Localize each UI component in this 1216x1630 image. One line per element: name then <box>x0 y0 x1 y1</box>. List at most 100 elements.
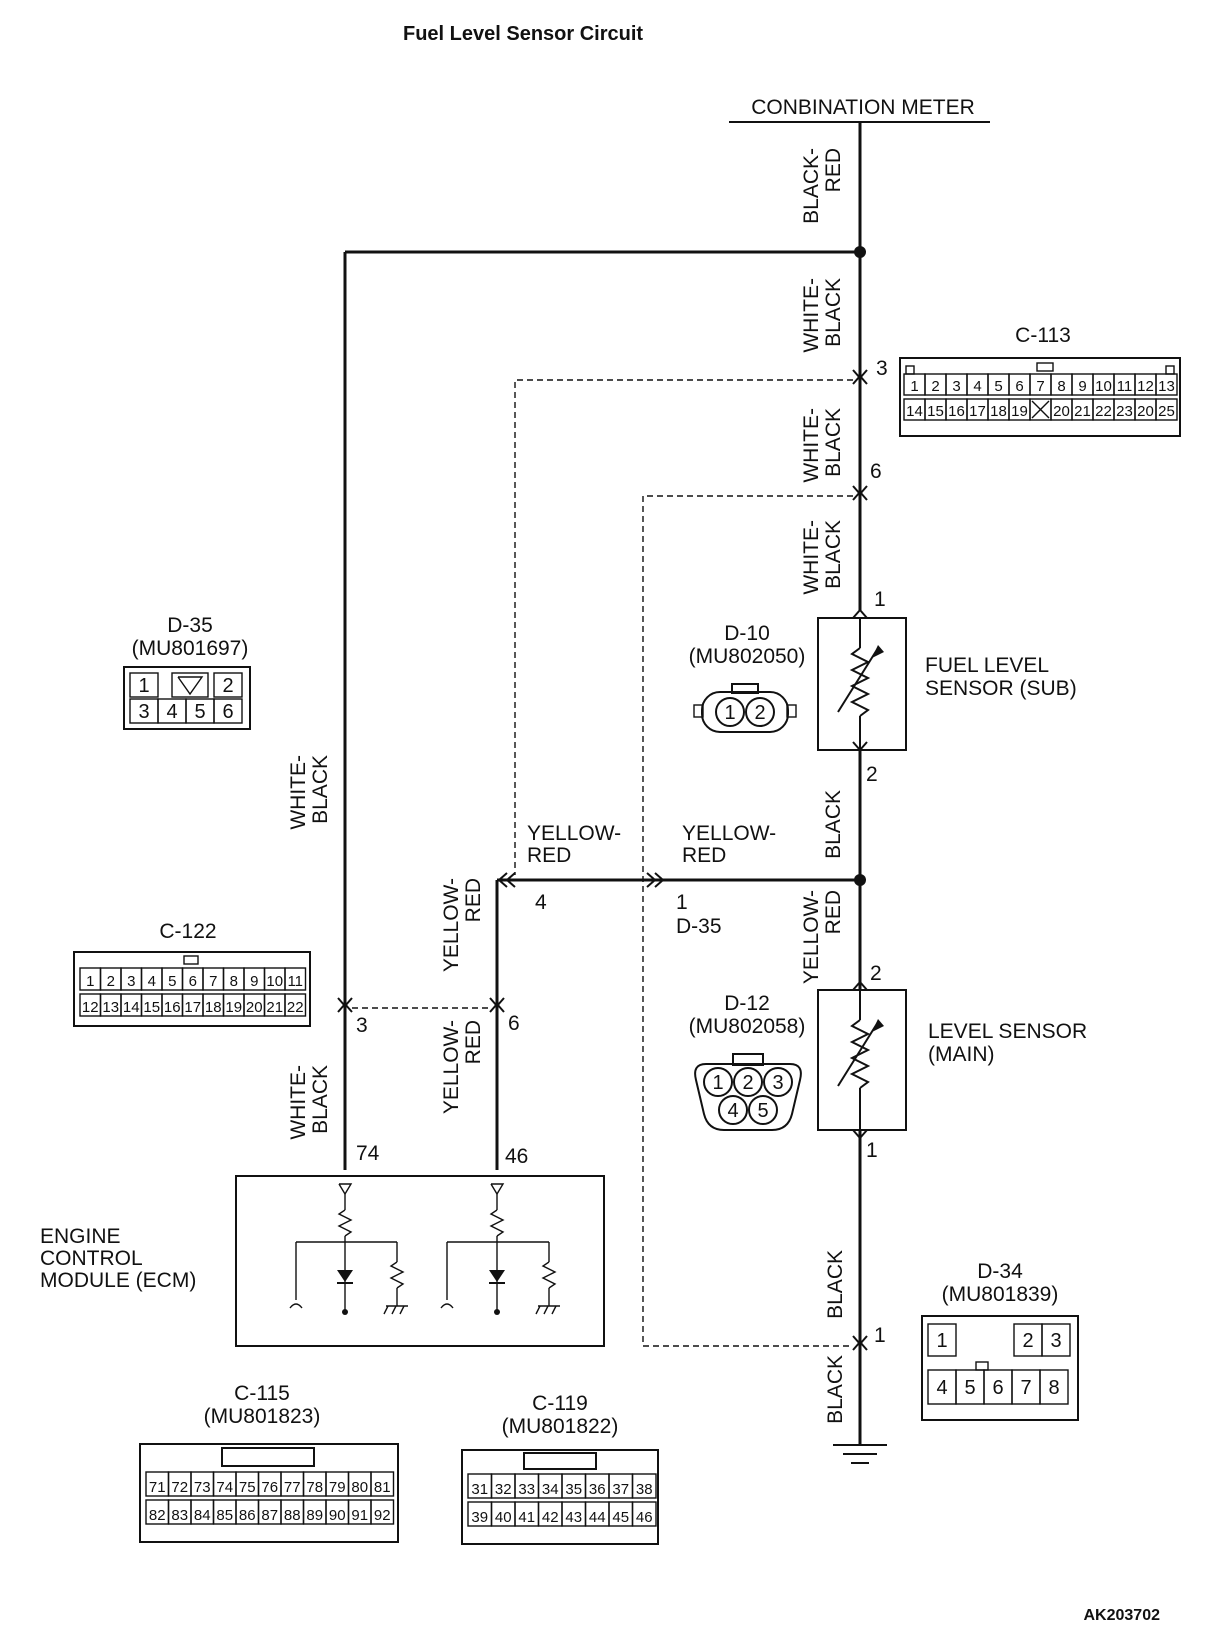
connector-pin: 7 <box>1020 1377 1031 1399</box>
wire-label: BLACK <box>822 790 845 859</box>
connector-c119-part: (MU801822) <box>502 1415 619 1438</box>
ecm-module <box>235 1175 605 1347</box>
pin-label: 74 <box>356 1142 380 1165</box>
splice-mid <box>854 874 866 886</box>
connector-pin: 38 <box>636 1481 653 1498</box>
connector-pin: 90 <box>329 1507 346 1524</box>
connector-pin: 4 <box>936 1377 947 1399</box>
connector-pin: 2 <box>1022 1330 1033 1352</box>
connector-pin: 9 <box>1078 378 1086 395</box>
connector-pin-circle <box>745 697 775 727</box>
connector-pin-circle <box>748 1095 778 1125</box>
connector-pin: 2 <box>742 1072 753 1094</box>
connector-pin: 75 <box>239 1479 256 1496</box>
connector-pin: 3 <box>772 1072 783 1094</box>
junction-arrows <box>337 369 868 1351</box>
connector-pin: 1 <box>936 1330 947 1352</box>
connector-pin: 6 <box>1015 378 1023 395</box>
connector-pin: 3 <box>1050 1330 1061 1352</box>
connector-pin: 4 <box>727 1100 738 1122</box>
splice-top <box>854 246 866 258</box>
connector-cell <box>213 698 243 724</box>
connector-d34-part: (MU801839) <box>942 1283 1059 1306</box>
connector-d12-part: (MU802058) <box>689 1015 806 1038</box>
connector-pin: 20 <box>1053 403 1070 420</box>
connector-pin: 2 <box>107 973 115 990</box>
connector-c115-name: C-115 <box>234 1382 290 1405</box>
fuel-level-sensor-sub <box>817 617 907 751</box>
connector-cell <box>370 1499 395 1525</box>
connector-pin: 11 <box>1117 378 1133 395</box>
connector-pin: 88 <box>284 1507 301 1524</box>
connector-pin: 80 <box>351 1479 368 1496</box>
connector-pin: 21 <box>1074 403 1091 420</box>
connector-pin: 19 <box>1011 403 1028 420</box>
pin-label: D-35 <box>676 915 722 938</box>
connector-pin: 16 <box>948 403 965 420</box>
connector-pin: 92 <box>374 1507 391 1524</box>
wire-label: YELLOW-RED <box>440 1020 485 1114</box>
connector-pin: 3 <box>952 378 960 395</box>
connector-pin: 13 <box>102 999 119 1016</box>
connector-pin: 20 <box>1137 403 1154 420</box>
connector-pin: 12 <box>82 999 99 1016</box>
connector-pin: 11 <box>287 973 303 990</box>
connector-pin: 17 <box>184 999 201 1016</box>
connector-pin: 78 <box>306 1479 323 1496</box>
connector-pin: 76 <box>261 1479 278 1496</box>
connector-pin: 8 <box>1057 378 1065 395</box>
connector-cell <box>213 672 243 698</box>
pin-label: 3 <box>876 357 888 380</box>
connector-cell <box>284 993 307 1017</box>
connector-pin: 39 <box>471 1509 488 1526</box>
connector-pin: 6 <box>992 1377 1003 1399</box>
connector-d10-name: D-10 <box>724 622 770 645</box>
connector-pin: 23 <box>1116 403 1133 420</box>
connector-cell <box>631 1473 657 1499</box>
connector-pin: 19 <box>225 999 242 1016</box>
connector-pin: 82 <box>149 1507 166 1524</box>
wire-label: BLACK-RED <box>800 148 845 224</box>
connector-pin: 7 <box>1036 378 1044 395</box>
connector-pin: 83 <box>171 1507 188 1524</box>
connector-cell <box>129 672 159 698</box>
wire-label: BLACK <box>824 1355 847 1424</box>
connector-pin: 41 <box>518 1509 535 1526</box>
connector-pin: 10 <box>266 973 283 990</box>
empty-cell-mark <box>1031 400 1050 419</box>
connector-pin: 73 <box>194 1479 211 1496</box>
connector-pin: 16 <box>164 999 181 1016</box>
connector-d35-name: D-35 <box>167 614 213 637</box>
level-sensor-main <box>817 989 907 1131</box>
connector-pin: 45 <box>612 1509 629 1526</box>
pin-numbers: 3 6 1 2 2 1 1 4 1 D-35 3 6 74 46 <box>356 357 888 1347</box>
connector-pin: 1 <box>724 702 735 724</box>
pin-label: 1 <box>866 1139 878 1162</box>
connector-c113-name: C-113 <box>1015 324 1071 347</box>
connector-pin: 74 <box>216 1479 233 1496</box>
connector-pin: 10 <box>1095 378 1112 395</box>
connector-pin: 15 <box>927 403 944 420</box>
connector-pin: 15 <box>143 999 160 1016</box>
connector-pin: 2 <box>931 378 939 395</box>
connector-pin: 89 <box>306 1507 323 1524</box>
pin-label: 1 <box>676 891 688 914</box>
connector-pin: 18 <box>205 999 222 1016</box>
connector-pin: 72 <box>171 1479 188 1496</box>
connector-pin: 2 <box>754 702 765 724</box>
connector-pin: 8 <box>230 973 238 990</box>
connector-pin: 1 <box>138 675 149 697</box>
connector-d34-name: D-34 <box>977 1260 1023 1283</box>
connector-pin: 79 <box>329 1479 346 1496</box>
connector-cell <box>1155 398 1178 421</box>
connector-pin: 5 <box>964 1377 975 1399</box>
pin-label: 1 <box>874 588 886 611</box>
connector-pin: 22 <box>287 999 304 1016</box>
wire-label: WHITE-BLACK <box>287 1065 332 1140</box>
connector-pin: 20 <box>246 999 263 1016</box>
connector-cell <box>171 672 209 698</box>
wire-label: YELLOW-RED <box>682 822 776 867</box>
key-mark <box>177 676 204 696</box>
